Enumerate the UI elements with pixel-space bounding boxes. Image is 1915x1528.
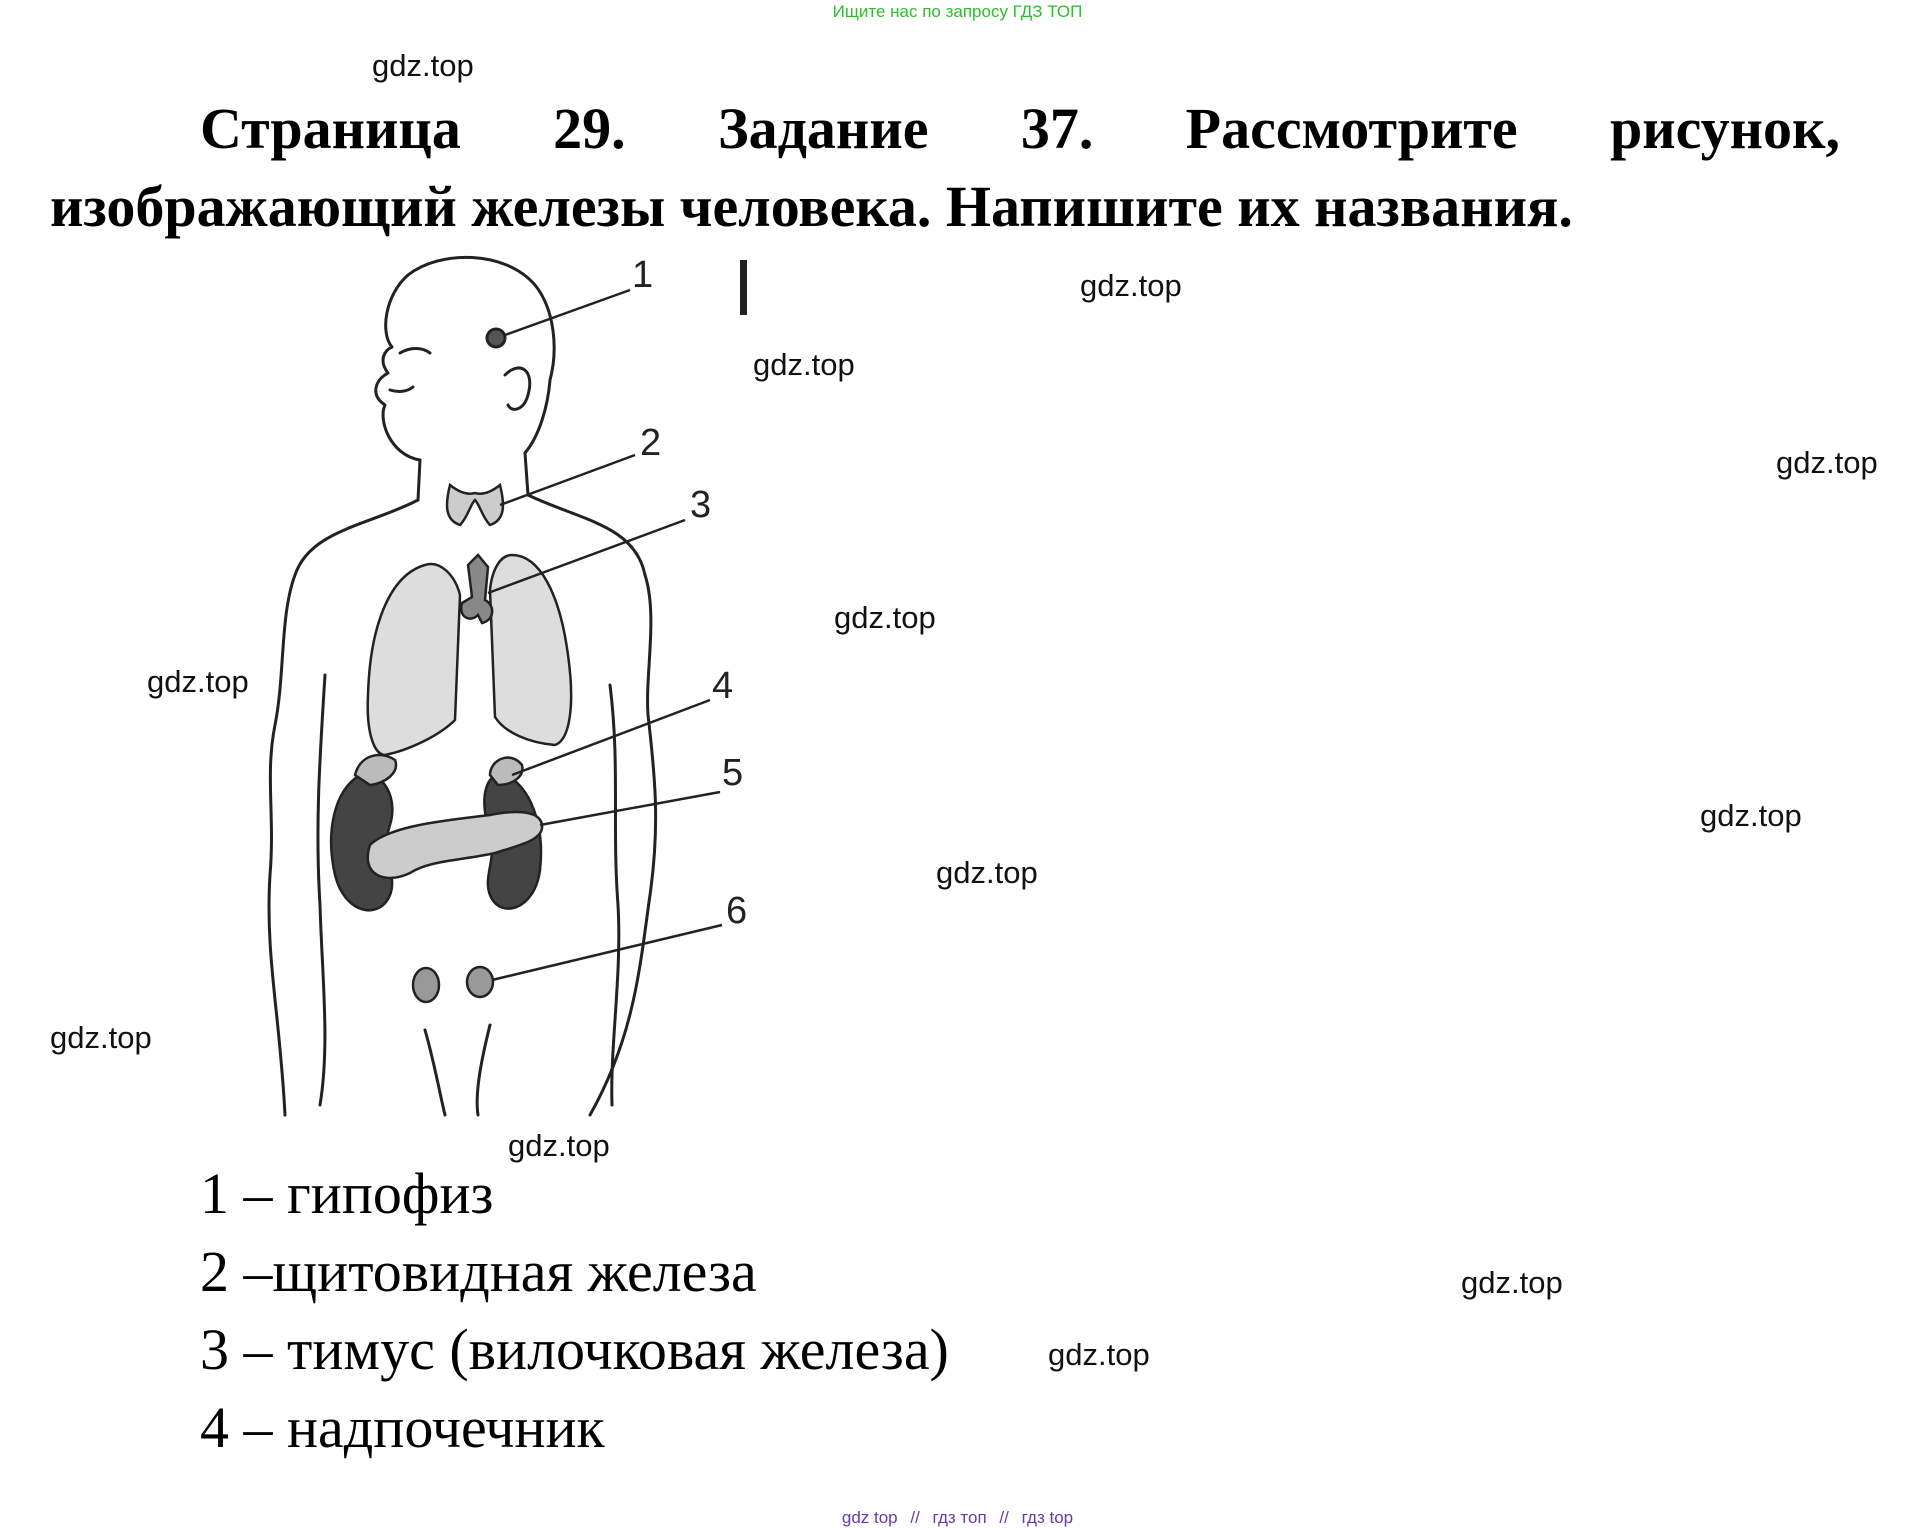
footer-link[interactable]: гдз топ: [932, 1508, 987, 1527]
thymus-gland: [459, 553, 494, 625]
answer-item: 2 –щитовидная железа: [200, 1239, 757, 1304]
leader-line-1: [504, 288, 631, 337]
left-lung: [366, 562, 462, 757]
task-title: Страница 29. Задание 37. Рассмотрите рис…: [50, 90, 1840, 246]
answer-item: 4 – надпочечник: [200, 1395, 605, 1460]
arm-right-inner: [608, 683, 621, 1107]
watermark: gdz.top: [1080, 268, 1182, 303]
title-word: Задание: [717, 96, 929, 161]
neck-left: [416, 458, 422, 502]
right-gonad: [465, 965, 495, 999]
label-2: 2: [640, 422, 661, 464]
title-word: 37.: [1020, 96, 1094, 161]
torso-right: [526, 493, 658, 1117]
label-3: 3: [690, 484, 711, 526]
footer-separator: //: [999, 1508, 1009, 1527]
groin: [423, 1028, 447, 1117]
footer-separator: //: [910, 1508, 920, 1527]
left-adrenal-gland: [353, 753, 398, 787]
title-word: Страница: [200, 96, 461, 161]
left-gonad: [411, 966, 441, 1004]
title-word: 29.: [553, 96, 626, 161]
glands-figure: 1 2 3 4 5 6: [267, 255, 747, 1117]
watermark: gdz.top: [834, 600, 936, 635]
title-line-1: Страница 29. Задание 37. Рассмотрите рис…: [50, 90, 1840, 168]
pancreas: [366, 810, 544, 880]
title-word: Рассмотрите: [1185, 96, 1518, 161]
title-word: рисунок,: [1609, 96, 1840, 161]
watermark: gdz.top: [1048, 1337, 1150, 1372]
groin-right: [475, 1023, 492, 1117]
label-1: 1: [632, 255, 653, 296]
watermark: gdz.top: [936, 855, 1038, 890]
watermark: gdz.top: [372, 48, 474, 83]
footer-link[interactable]: gdz top: [841, 1508, 898, 1527]
label-5: 5: [722, 752, 743, 794]
footer-link[interactable]: гдз top: [1021, 1508, 1074, 1527]
head-outline: [374, 255, 556, 462]
eye: [398, 347, 432, 355]
watermark: gdz.top: [1461, 1265, 1563, 1300]
watermark: gdz.top: [147, 664, 249, 699]
mouth: [388, 385, 415, 393]
neck-right: [523, 451, 530, 497]
label-6: 6: [726, 890, 747, 932]
label-4: 4: [712, 665, 733, 707]
torso-left: [267, 498, 420, 1117]
thyroid-gland: [445, 482, 505, 527]
pituitary-gland: [485, 327, 507, 349]
leader-line-6: [491, 923, 723, 982]
answer-item: 1 – гипофиз: [200, 1161, 494, 1226]
arm-left-inner: [316, 673, 327, 1107]
leader-line-5: [539, 790, 721, 827]
scan-artifact: [740, 260, 747, 315]
answers-list: 1 – гипофиз 2 –щитовидная железа 3 – тим…: [200, 1155, 949, 1467]
leader-line-2: [499, 453, 636, 507]
leader-line-3: [487, 518, 686, 595]
watermark: gdz.top: [753, 347, 855, 382]
watermark: gdz.top: [1776, 445, 1878, 480]
right-adrenal-gland: [488, 756, 524, 787]
footer-links: gdz top // гдз топ // гдз top: [0, 1508, 1915, 1528]
watermark: gdz.top: [1700, 798, 1802, 833]
ear: [503, 366, 532, 411]
top-banner[interactable]: Ищите нас по запросу ГДЗ ТОП: [832, 2, 1083, 21]
title-line-2: изображающий железы человека. Напишите и…: [50, 174, 1573, 239]
right-lung: [488, 553, 573, 747]
watermark: gdz.top: [50, 1020, 152, 1055]
answer-item: 3 – тимус (вилочковая железа): [200, 1317, 949, 1382]
watermark: gdz.top: [508, 1128, 610, 1163]
leader-line-4: [511, 698, 711, 777]
